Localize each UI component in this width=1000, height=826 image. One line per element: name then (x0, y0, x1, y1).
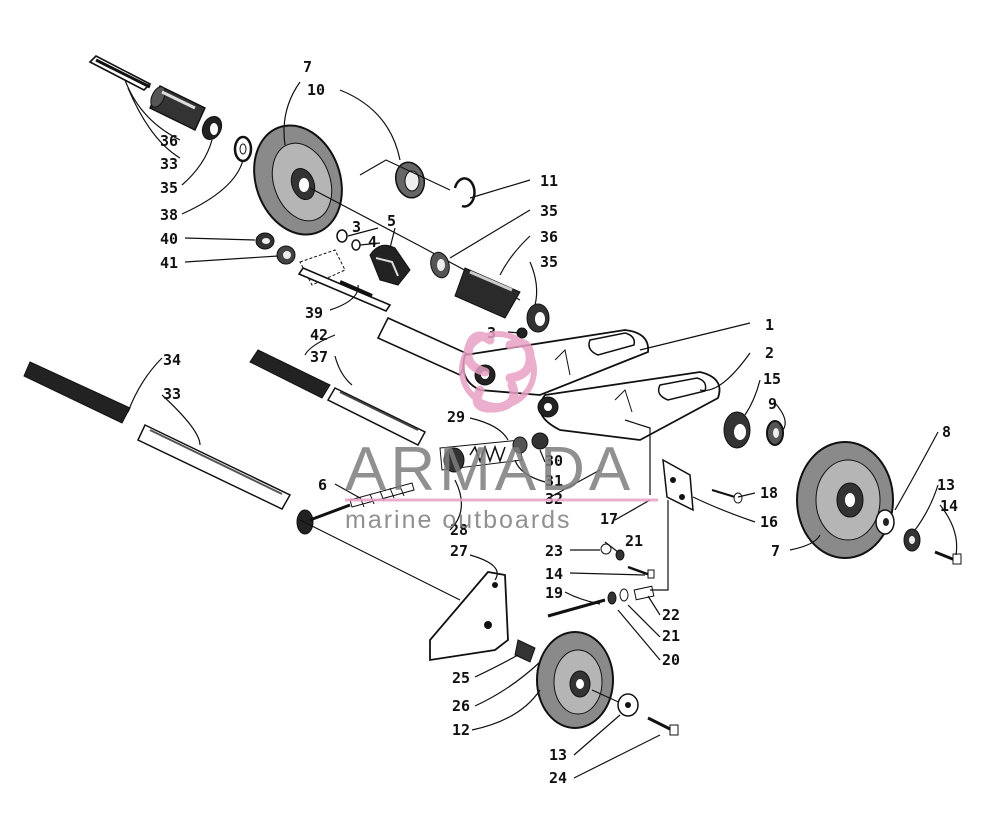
snap-ring-11 (453, 177, 476, 208)
callout-labels: 7 10 36 33 35 38 40 41 11 35 36 35 3 4 5… (160, 58, 958, 787)
callout-42: 42 (310, 326, 328, 344)
bolt-18 (711, 489, 743, 504)
callout-33-lower: 33 (163, 385, 181, 403)
bolt-14-right (934, 550, 962, 565)
leader-lines (124, 79, 958, 779)
callout-7-right: 7 (771, 542, 780, 560)
callout-21-upper: 21 (625, 532, 643, 550)
callout-33-upper: 33 (160, 155, 178, 173)
bushing-41 (276, 245, 296, 265)
plate-27 (429, 571, 509, 662)
anchor-logo-icon (459, 331, 537, 413)
watermark-brand: ARMADA (345, 435, 634, 504)
bracket-5 (369, 244, 411, 286)
callout-39: 39 (305, 304, 323, 322)
callout-9: 9 (768, 395, 777, 413)
callout-26: 26 (452, 697, 470, 715)
callout-17: 17 (600, 510, 618, 528)
callout-31: 31 (545, 472, 563, 490)
callout-5: 5 (387, 212, 396, 230)
spacer-8 (875, 509, 895, 535)
callout-6: 6 (318, 476, 327, 494)
rod-34-33 (23, 361, 292, 510)
callout-35-lower: 35 (540, 253, 558, 271)
bushing-40 (255, 232, 275, 250)
callout-28: 28 (450, 521, 468, 539)
callout-13-lower: 13 (549, 746, 567, 764)
wheel-12 (536, 631, 614, 729)
callout-35-upper: 35 (160, 179, 178, 197)
callout-29: 29 (447, 408, 465, 426)
callout-14-mid: 14 (545, 565, 563, 583)
bearing-10 (394, 161, 426, 199)
callout-10: 10 (307, 81, 325, 99)
callout-16: 16 (760, 513, 778, 531)
callout-18: 18 (760, 484, 778, 502)
callout-11: 11 (540, 172, 558, 190)
watermark-tagline: marine outboards (345, 506, 572, 534)
callout-3-upper: 3 (352, 218, 361, 236)
callout-19: 19 (545, 584, 563, 602)
main-shaft (376, 316, 472, 377)
sleeve-36-upper (149, 85, 206, 131)
bearing-35-mid (430, 251, 450, 279)
rod-upper (88, 55, 152, 91)
part-drawings (23, 55, 962, 736)
bolt-24 (647, 716, 679, 736)
callout-1: 1 (765, 316, 774, 334)
shaft-39 (297, 267, 392, 312)
washer-13-right (903, 528, 921, 552)
watermark: ARMADA marine outboards (345, 331, 658, 534)
callout-14-right: 14 (940, 497, 958, 515)
callout-36-upper: 36 (160, 132, 178, 150)
bracket-16 (662, 458, 694, 512)
callout-8: 8 (942, 423, 951, 441)
callout-15: 15 (763, 370, 781, 388)
bushing-25 (514, 639, 536, 663)
callout-24: 24 (549, 769, 567, 787)
washer-38 (233, 135, 253, 163)
callout-2: 2 (765, 344, 774, 362)
callout-30: 30 (545, 452, 563, 470)
hardware-23-21 (600, 543, 655, 579)
bolt-3-upper (336, 229, 361, 251)
spring-assembly (439, 432, 549, 473)
callout-41: 41 (160, 254, 178, 272)
sleeve-36-mid (454, 267, 521, 319)
plate-2 (537, 371, 721, 495)
wheel-7-upper (253, 124, 343, 236)
washer-9 (766, 420, 784, 446)
callout-35-mid: 35 (540, 202, 558, 220)
callout-40: 40 (160, 230, 178, 248)
callout-12: 12 (452, 721, 470, 739)
bushing-35-lower (526, 303, 550, 333)
callout-34: 34 (163, 351, 181, 369)
washer-13-lower (617, 693, 639, 717)
callout-27: 27 (450, 542, 468, 560)
callout-4: 4 (368, 233, 377, 251)
callout-37: 37 (310, 348, 328, 366)
callout-38: 38 (160, 206, 178, 224)
callout-7-upper: 7 (303, 58, 312, 76)
callout-21-lower: 21 (662, 627, 680, 645)
callout-20: 20 (662, 651, 680, 669)
rod-42-37 (249, 349, 427, 446)
bearing-15 (723, 411, 751, 449)
callout-22: 22 (662, 606, 680, 624)
wheel-7-right (796, 441, 894, 559)
callout-13-right: 13 (937, 476, 955, 494)
bolt-19 (547, 585, 655, 618)
bushing-35-upper (201, 115, 223, 141)
callout-23: 23 (545, 542, 563, 560)
callout-25: 25 (452, 669, 470, 687)
callout-36-mid: 36 (540, 228, 558, 246)
